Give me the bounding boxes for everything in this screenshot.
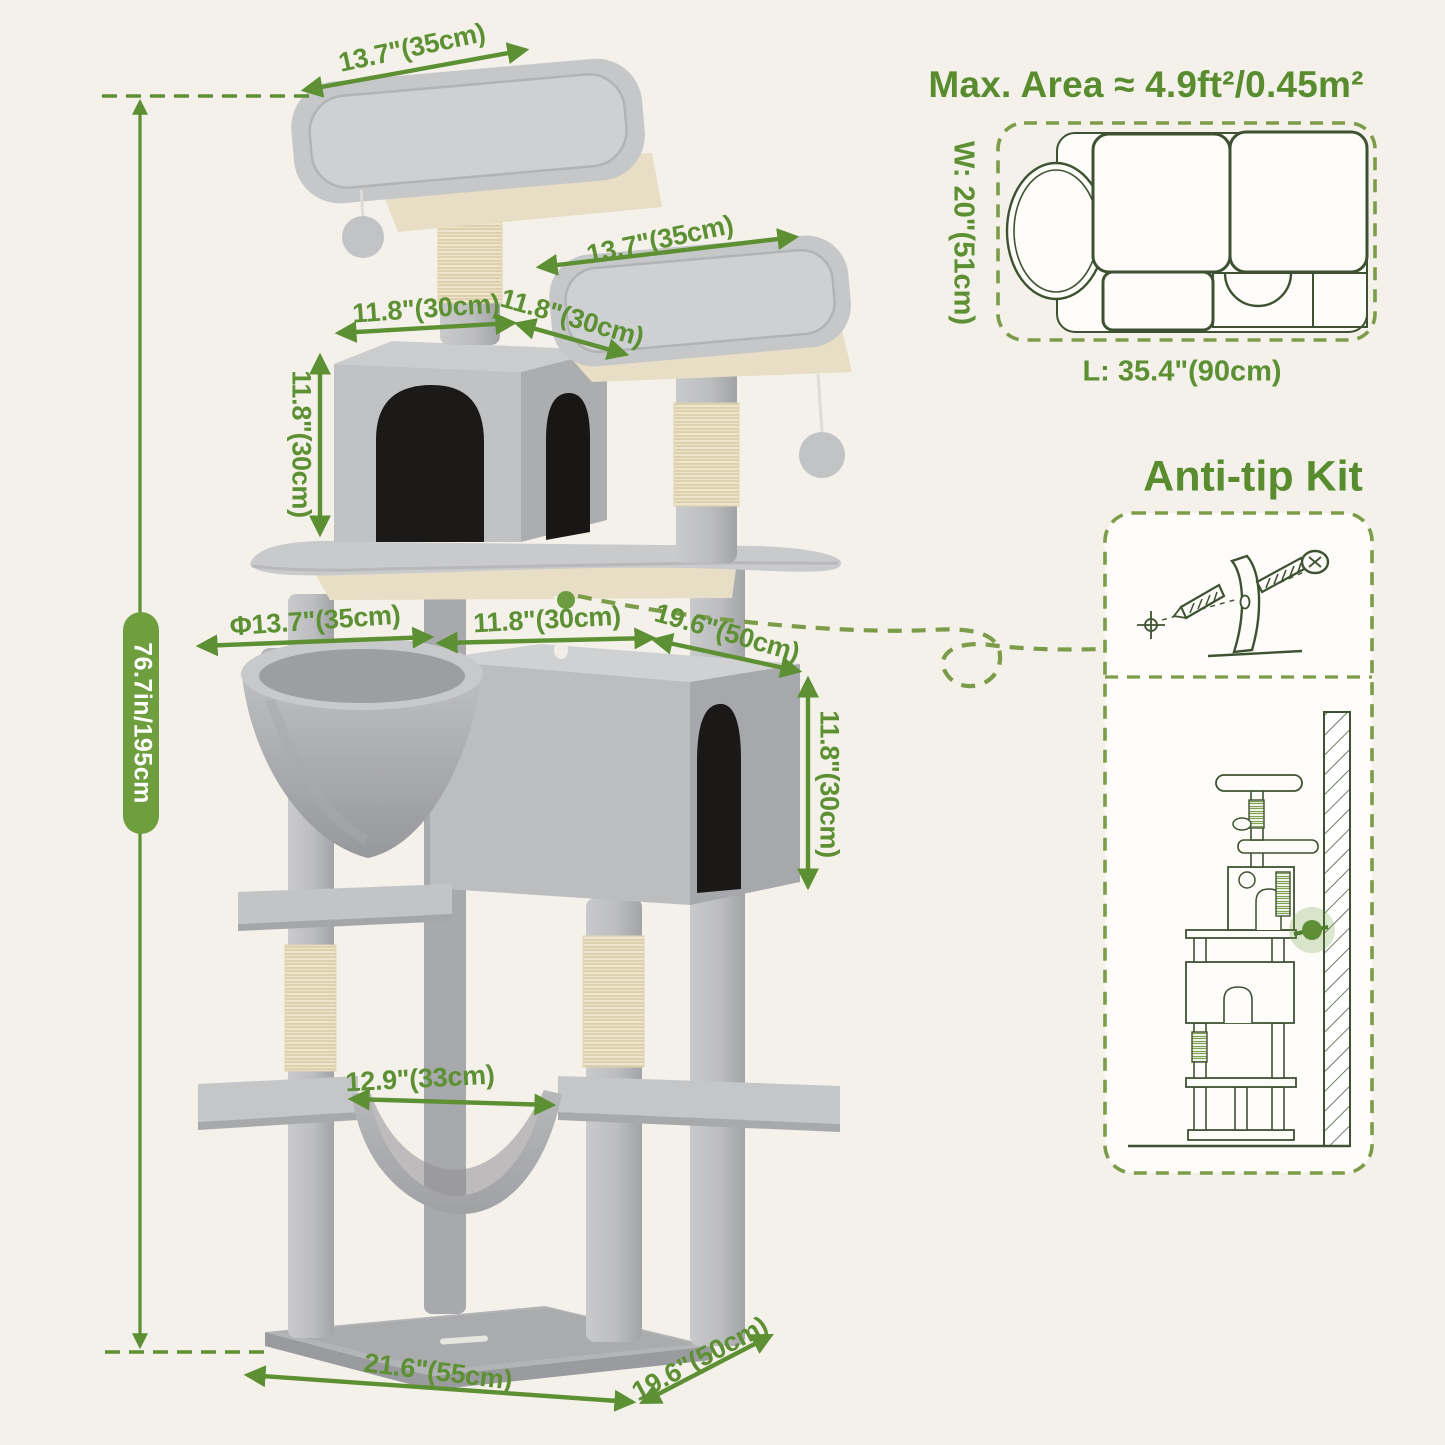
big-condo: [430, 644, 800, 905]
dim-total-height: 76.7in/195cm: [128, 642, 157, 804]
pompom-string: [359, 189, 365, 217]
area-length-label: L: 35.4"(90cm): [1082, 355, 1282, 388]
anti-tip-diagram: [1103, 511, 1374, 1175]
anti-tip-hardware: [1137, 549, 1330, 658]
anti-tip-connector-line: [577, 593, 1103, 689]
top-condo-entrance-side: [546, 392, 590, 540]
screw-icon: [1255, 549, 1330, 594]
pompom-toy: [342, 216, 384, 258]
wall-anchor-icon: [1172, 583, 1226, 620]
middle-platform: [250, 540, 842, 600]
lower-left-platform: [198, 1076, 358, 1122]
anti-tip-title: Anti-tip Kit: [1143, 452, 1363, 501]
attach-dot: [1302, 920, 1322, 940]
big-condo-entrance: [697, 703, 741, 893]
max-area-diagram: [996, 121, 1377, 342]
top-condo: [334, 341, 607, 542]
area-width-label: W: 20"(51cm): [947, 140, 980, 326]
mid-left-shelf: [238, 884, 452, 924]
dim-top-condo-height: 11.8"(30cm): [286, 370, 317, 518]
dim-big-condo-height: 11.8"(30cm): [814, 710, 845, 858]
anti-tip-point-dot: [557, 591, 575, 609]
dimension-lines: [102, 42, 819, 1412]
max-area-title: Max. Area ≈ 4.9ft²/0.45m²: [928, 64, 1364, 105]
sisal-scratching-band-left: [284, 944, 337, 1072]
sisal-scratching-band-right: [582, 935, 645, 1068]
total-height-badge: [123, 612, 159, 834]
top-condo-entrance-front: [376, 384, 484, 542]
drill-point-icon: [1137, 611, 1165, 639]
lower-right-platform: [558, 1076, 840, 1124]
cat-tree-illustration: [198, 58, 852, 1390]
toy-teaser: [554, 641, 568, 659]
base-logo: [440, 1335, 488, 1345]
hammock: [352, 1090, 562, 1215]
wall-installation-diagram: [1128, 711, 1351, 1148]
pompom-toy: [799, 432, 845, 478]
pompom-string: [816, 373, 824, 433]
lower-level: [198, 1076, 840, 1215]
